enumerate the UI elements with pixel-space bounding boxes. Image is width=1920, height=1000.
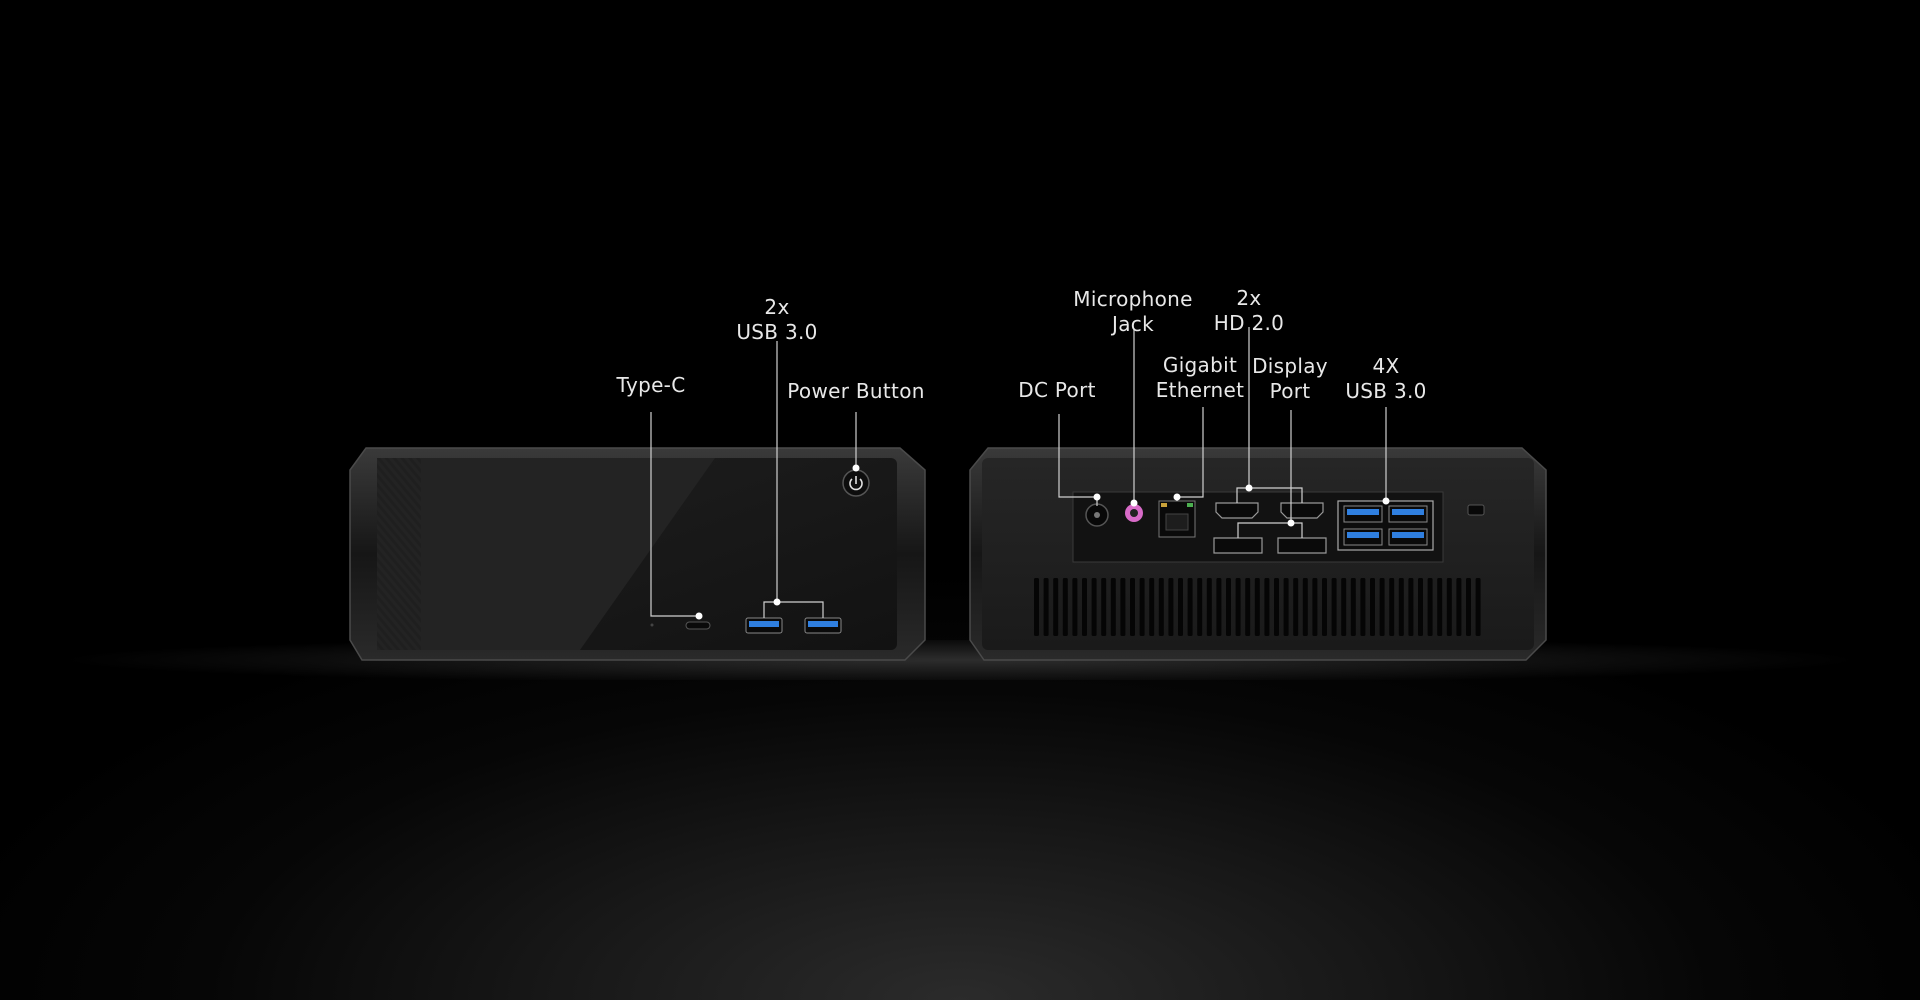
kensington-lock-icon	[1467, 504, 1485, 516]
vent-slot	[1149, 578, 1155, 636]
ethernet-port-icon	[1158, 500, 1196, 538]
label-front-usb: 2x USB 3.0	[736, 295, 818, 344]
vent-slot	[1206, 578, 1212, 636]
front-device	[349, 447, 926, 661]
rear-usb-block	[1337, 500, 1434, 551]
vent-slot	[1322, 578, 1327, 636]
vent-slot	[1254, 578, 1260, 636]
vent-slot	[1110, 578, 1116, 636]
vent-slot	[1130, 578, 1135, 636]
front-face-sheen	[377, 458, 715, 650]
vent-slot	[1091, 578, 1097, 636]
vent-slot	[1226, 578, 1231, 636]
label-dc-port: DC Port	[1018, 378, 1096, 402]
vent-slot	[1398, 578, 1404, 636]
mic-jack-icon	[1125, 504, 1143, 522]
vent-slot	[1370, 578, 1375, 636]
vent-slot	[1379, 578, 1385, 636]
rear-vents	[1034, 578, 1481, 636]
displayport-icon	[1213, 537, 1327, 554]
label-microphone-jack: Microphone Jack	[1073, 287, 1193, 336]
vent-slot	[1034, 578, 1039, 636]
vent-slot	[1389, 578, 1395, 636]
usb-c-port-icon	[685, 621, 711, 630]
vent-slot	[1062, 578, 1068, 636]
vent-slot	[1293, 578, 1299, 636]
vent-slot	[1475, 578, 1481, 636]
vent-slot	[1245, 578, 1251, 636]
floor-glow	[0, 640, 1920, 680]
label-rear-usb: 4X USB 3.0	[1345, 354, 1427, 403]
vent-slot	[1418, 578, 1423, 636]
vent-slot	[1466, 578, 1471, 636]
label-type-c: Type-C	[616, 373, 686, 397]
rear-device	[969, 447, 1547, 661]
vent-slot	[1101, 578, 1107, 636]
power-icon	[849, 476, 863, 491]
vent-slot	[1043, 578, 1049, 636]
vent-slot	[1187, 578, 1193, 636]
vent-slot	[1283, 578, 1289, 636]
power-button[interactable]	[842, 469, 870, 497]
vent-slot	[1274, 578, 1279, 636]
vent-slot	[1053, 578, 1059, 636]
vent-slot	[1331, 578, 1337, 636]
callout-dots	[695, 464, 1390, 620]
label-display-port: Display Port	[1252, 354, 1328, 403]
front-usb-port-1	[745, 617, 783, 634]
label-hdmi: 2x HD 2.0	[1213, 286, 1285, 335]
vent-slot	[1072, 578, 1078, 636]
vent-slot	[1437, 578, 1443, 636]
vent-slot	[1446, 578, 1452, 636]
vent-slot	[1312, 578, 1318, 636]
vent-slot	[1408, 578, 1414, 636]
vent-slot	[1235, 578, 1241, 636]
label-gigabit-ethernet: Gigabit Ethernet	[1155, 353, 1245, 402]
vent-slot	[1302, 578, 1308, 636]
vent-slot	[1360, 578, 1366, 636]
vent-slot	[1216, 578, 1222, 636]
vent-slot	[1120, 578, 1126, 636]
vent-slot	[1456, 578, 1462, 636]
vent-slot	[1178, 578, 1183, 636]
vent-slot	[1139, 578, 1145, 636]
usb-a-port-icon	[749, 621, 779, 627]
vent-slot	[1264, 578, 1270, 636]
vent-slot	[1082, 578, 1087, 636]
dc-jack-icon	[1085, 503, 1109, 527]
label-power-button: Power Button	[787, 379, 925, 403]
vent-slot	[1158, 578, 1164, 636]
vent-slot	[1168, 578, 1174, 636]
vent-slot	[1197, 578, 1203, 636]
front-usb-port-2	[804, 617, 842, 634]
vent-slot	[1350, 578, 1356, 636]
vent-slot	[1341, 578, 1347, 636]
vent-slot	[1427, 578, 1433, 636]
